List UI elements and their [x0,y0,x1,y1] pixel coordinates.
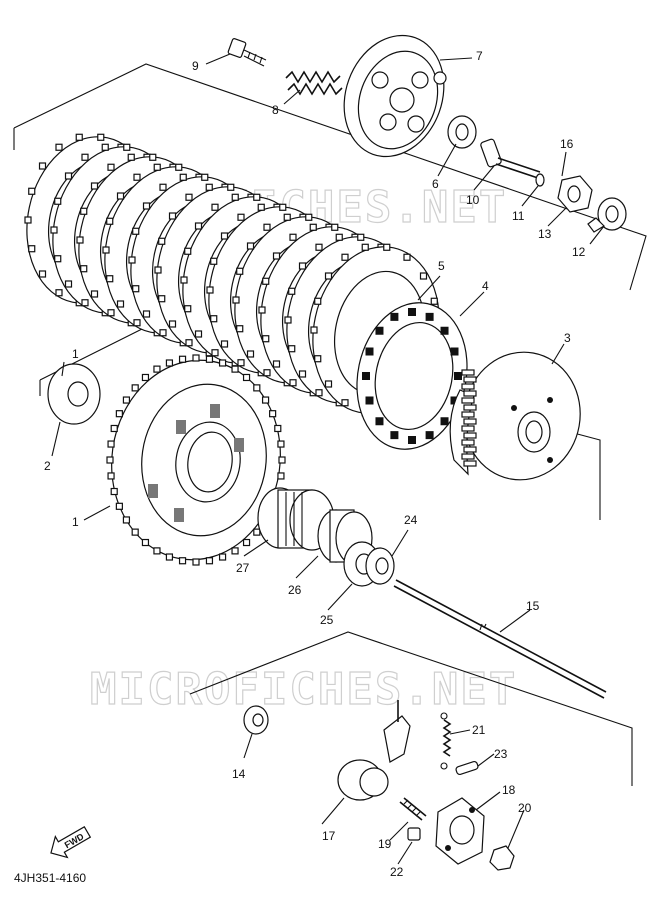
fwd-arrow-icon: FWD [50,825,92,859]
callout-12: 12 [572,245,586,259]
leader-lines [51,53,605,865]
bearing-part-6 [447,115,477,149]
oil-seal-part-14 [243,705,269,735]
watermark-bottom: MICROFICHES.NET [90,664,517,715]
assembly-outline-lower [189,631,633,786]
callout-16: 16 [560,137,574,151]
pressure-plate-part-7 [343,34,447,158]
spring-part-21 [440,712,452,770]
callout-8: 8 [272,103,279,117]
callout-24: 24 [404,513,418,527]
push-lever-part-17 [337,700,411,801]
spring-part-8 [285,70,343,96]
callout-13: 13 [538,227,552,241]
push-rod-part-10 [480,138,541,179]
o-ring-part-11 [535,173,545,187]
callout-5: 5 [438,259,445,273]
callout-15: 15 [526,599,540,613]
callout-19: 19 [378,837,392,851]
nut-part-22 [407,827,421,841]
thrust-washer-part-2 [47,363,101,425]
callout-20: 20 [518,801,532,815]
washer-part-24 [365,547,395,585]
callout-25: 25 [320,613,334,627]
callout-27: 27 [236,561,250,575]
clutch-plates-stack [24,133,468,450]
nut-part-13 [557,175,593,213]
diagram-code: 4JH351-4160 [14,871,86,885]
callout-1: 1 [72,347,79,361]
callout-7: 7 [476,49,483,63]
callout-21: 21 [472,723,486,737]
callout-18: 18 [502,783,516,797]
callout-17: 17 [322,829,336,843]
callout-2: 2 [44,459,51,473]
push-rod-part-15 [393,579,607,699]
lock-washer-part-12 [587,197,627,233]
callout-9: 9 [192,59,199,73]
screw-part-19 [399,797,427,821]
spacer-part-26 [317,509,373,565]
callout-26: 26 [288,583,302,597]
callout-10: 10 [466,193,480,207]
adjusting-boss-part-18 [435,797,485,865]
bolt-part-9 [227,38,267,67]
callout-22: 22 [390,865,404,879]
nut-part-20 [489,845,515,871]
callout-14: 14 [232,767,246,781]
callout-labels: 9 8 7 6 10 11 16 13 12 5 4 3 1 2 1 27 26… [44,49,586,879]
callout-3: 3 [564,331,571,345]
clutch-boss-part-3 [449,351,581,481]
pin-part-23 [455,760,479,776]
callout-11: 11 [512,209,525,223]
callout-6: 6 [432,177,439,191]
friction-plate-part-4 [356,302,468,450]
callout-23: 23 [494,747,508,761]
callout-4: 4 [482,279,489,293]
callout-1-gear: 1 [72,515,79,529]
